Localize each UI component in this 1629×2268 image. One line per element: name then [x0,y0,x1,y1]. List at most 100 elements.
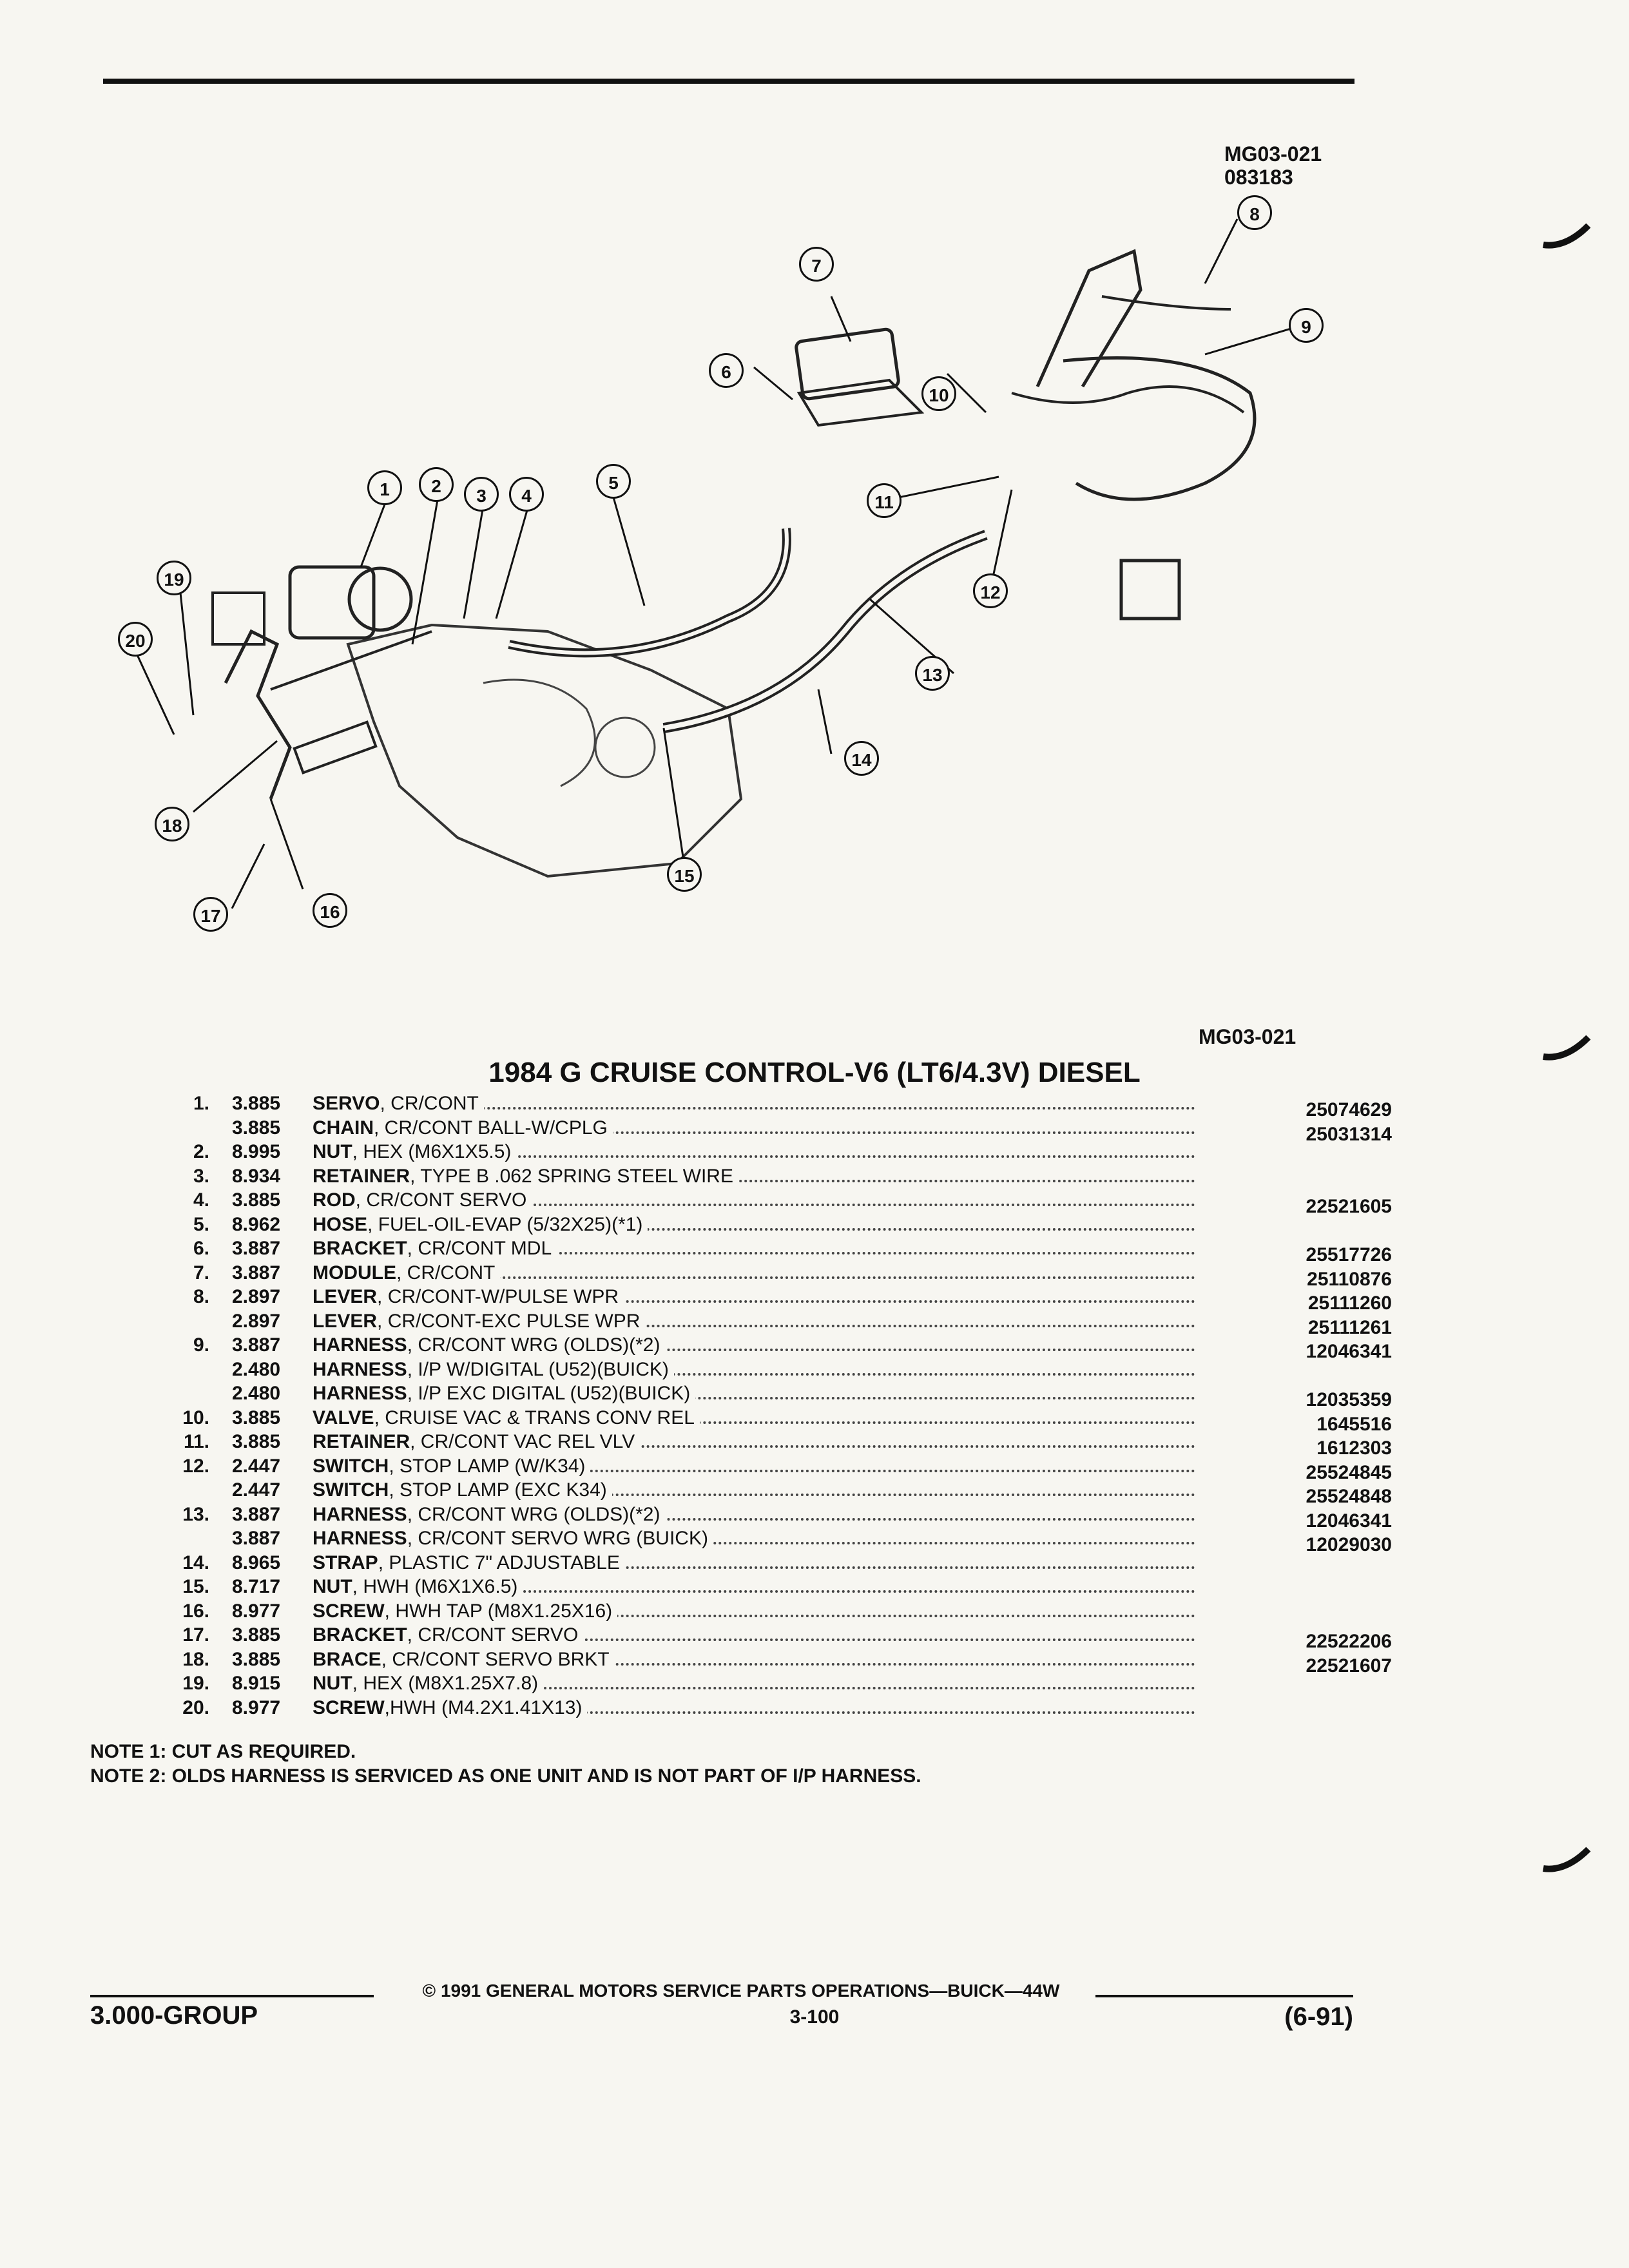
item-number: 11. [183,1431,209,1452]
part-name: HARNESS, I/P W/DIGITAL (U52)(BUICK) [313,1358,674,1380]
part-description: SERVO, CR/CONT [313,1093,1195,1115]
callout-8: 8 [1237,195,1272,230]
group-number: 3.885 [232,1093,281,1114]
group-number: 3.885 [232,1117,281,1139]
group-number: 8.962 [232,1213,281,1235]
note-1: NOTE 1: CUT AS REQUIRED. [90,1741,356,1762]
part-name: NUT, HWH (M6X1X6.5) [313,1576,523,1597]
item-number: 14. [182,1552,209,1573]
part-name: LEVER, CR/CONT-W/PULSE WPR [313,1286,624,1307]
part-name: HARNESS, CR/CONT WRG (OLDS)(*2) [313,1334,666,1356]
binder-mark [1543,223,1591,249]
parts-diagram [134,218,1302,909]
part-description: NUT, HEX (M8X1.25X7.8) [313,1673,1195,1695]
part-number: 22521605 [1306,1196,1392,1217]
part-description: SWITCH, STOP LAMP (W/K34) [313,1455,1195,1477]
item-number: 6. [193,1238,209,1259]
footer-group: 3.000-GROUP [90,2001,258,2030]
group-number: 2.447 [232,1479,281,1501]
part-number: 25524845 [1306,1461,1392,1483]
group-number: 8.965 [232,1552,281,1573]
callout-20: 20 [118,622,153,657]
group-number: 8.995 [232,1141,281,1162]
group-number: 3.887 [232,1334,281,1356]
part-number: 12046341 [1306,1341,1392,1362]
item-number: 18. [182,1648,209,1670]
group-number: 8.977 [232,1696,281,1718]
part-description: BRACKET, CR/CONT MDL [313,1238,1195,1260]
part-description: HARNESS, CR/CONT WRG (OLDS)(*2) [313,1334,1195,1356]
item-number: 7. [193,1262,209,1283]
callout-19: 19 [157,561,191,595]
group-number: 3.885 [232,1407,281,1428]
part-name: BRACE, CR/CONT SERVO BRKT [313,1648,615,1670]
group-number: 3.887 [232,1238,281,1259]
item-number: 3. [193,1165,209,1187]
callout-17: 17 [193,897,228,932]
figure-code: MG03-021 [1224,142,1322,166]
group-number: 3.885 [232,1624,281,1646]
part-description: BRACE, CR/CONT SERVO BRKT [313,1648,1195,1671]
part-name: STRAP, PLASTIC 7" ADJUSTABLE [313,1552,625,1573]
part-number: 25074629 [1306,1099,1392,1120]
part-name: BRACKET, CR/CONT SERVO [313,1624,584,1646]
part-description: SCREW,HWH (M4.2X1.41X13) [313,1696,1195,1719]
group-number: 3.885 [232,1431,281,1452]
revision-date: (6-91) [1284,2003,1353,2031]
parts-row: 14. 8.965 STRAP, PLASTIC 7" ADJUSTABLE [164,1552,1389,1577]
part-number: 25524848 [1306,1486,1392,1507]
group-number: 3.885 [232,1189,281,1211]
part-description: HARNESS, CR/CONT WRG (OLDS)(*2) [313,1503,1195,1526]
group-number: 3.885 [232,1648,281,1670]
part-description: NUT, HEX (M6X1X5.5) [313,1141,1195,1163]
part-name: BRACKET, CR/CONT MDL [313,1238,557,1259]
part-name: LEVER, CR/CONT-EXC PULSE WPR [313,1310,646,1332]
part-name: RETAINER, CR/CONT VAC REL VLV [313,1431,641,1452]
part-description: NUT, HWH (M6X1X6.5) [313,1576,1195,1598]
figure-code-bottom: MG03-021 [1199,1025,1296,1048]
part-description: LEVER, CR/CONT-W/PULSE WPR [313,1286,1195,1308]
figure-date-code: 083183 [1224,166,1293,189]
callout-15: 15 [667,857,702,892]
binder-mark [1543,1847,1591,1872]
part-description: BRACKET, CR/CONT SERVO [313,1624,1195,1646]
group-number: 8.717 [232,1576,281,1597]
item-number: 8. [193,1286,209,1307]
part-name: HARNESS, CR/CONT SERVO WRG (BUICK) [313,1528,713,1549]
part-description: HARNESS, I/P EXC DIGITAL (U52)(BUICK) [313,1383,1195,1405]
item-number: 10. [182,1407,209,1428]
item-number: 5. [193,1213,209,1235]
part-description: HOSE, FUEL-OIL-EVAP (5/32X25)(*1) [313,1213,1195,1236]
parts-row: 2.447 SWITCH, STOP LAMP (EXC K34) 25524848 [164,1479,1392,1507]
footer-copyright: © 1991 GENERAL MOTORS SERVICE PARTS OPER… [422,1981,1060,2001]
part-description: SWITCH, STOP LAMP (EXC K34) [313,1479,1195,1501]
callout-13: 13 [915,656,950,691]
group-number: 8.915 [232,1673,281,1694]
part-name: SERVO, CR/CONT [313,1093,484,1114]
part-number: 22522206 [1306,1631,1392,1652]
item-number: 16. [182,1600,209,1622]
item-number: 12. [182,1455,209,1477]
item-number: 19. [182,1673,209,1694]
part-name: NUT, HEX (M8X1.25X7.8) [313,1673,544,1694]
group-number: 3.887 [232,1503,281,1525]
callout-14: 14 [844,741,879,776]
